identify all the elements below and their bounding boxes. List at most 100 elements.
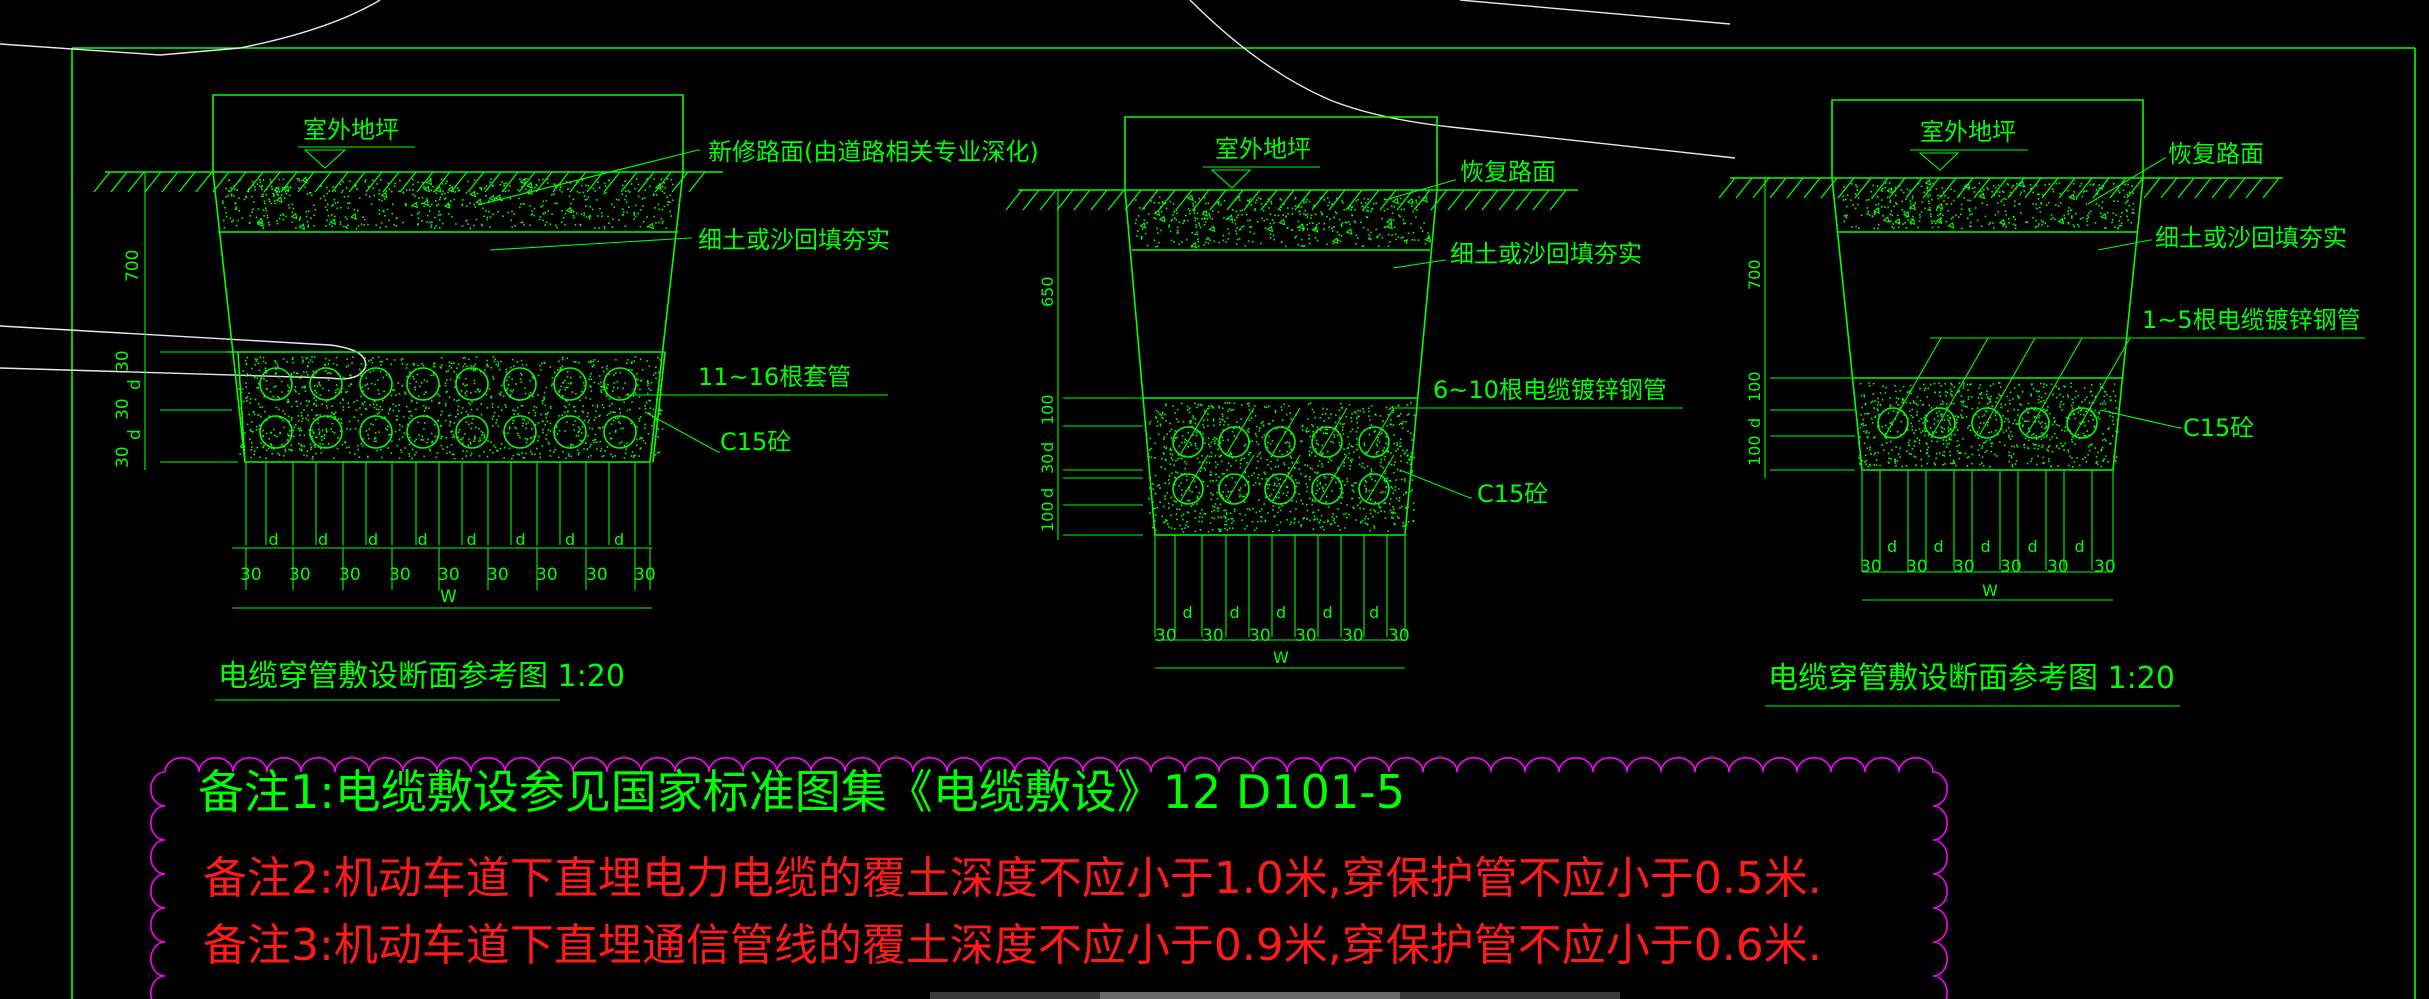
concrete-speckle: [410, 415, 413, 417]
concrete-speckle: [659, 408, 661, 411]
concrete-speckle: [2091, 384, 2093, 386]
pavement-speckle: [1262, 209, 1265, 212]
concrete-speckle: [1301, 429, 1304, 432]
concrete-speckle: [491, 403, 494, 405]
concrete-speckle: [580, 440, 583, 442]
concrete-speckle: [606, 365, 608, 368]
pavement-speckle: [2120, 222, 2123, 224]
concrete-speckle: [2055, 385, 2057, 388]
concrete-speckle: [244, 359, 247, 362]
concrete-speckle: [1192, 415, 1194, 417]
leader-line: [489, 237, 692, 251]
concrete-speckle: [657, 428, 659, 430]
concrete-speckle: [1264, 473, 1266, 475]
concrete-speckle: [504, 446, 506, 449]
pavement-speckle: [305, 215, 308, 218]
concrete-speckle: [268, 438, 270, 440]
pavement-speckle: [2023, 185, 2026, 187]
pavement-speckle: [306, 193, 309, 195]
pavement-speckle: [1192, 209, 1194, 211]
pavement-speckle: [254, 186, 256, 188]
concrete-speckle: [288, 420, 290, 422]
concrete-speckle: [2095, 455, 2098, 458]
concrete-speckle: [1235, 459, 1237, 462]
pavement-speckle: [1196, 212, 1199, 214]
pavement-speckle: [334, 215, 336, 218]
dim-d-text: d: [516, 530, 526, 549]
s1-dim-depth: 700: [123, 250, 143, 282]
pavement-speckle: [1336, 198, 1339, 201]
concrete-speckle: [543, 391, 546, 394]
horizontal-scrollbar[interactable]: [930, 992, 1620, 999]
concrete-speckle: [597, 360, 600, 363]
pavement-speckle: [661, 185, 664, 188]
scrollbar-thumb[interactable]: [1100, 992, 1400, 999]
concrete-speckle: [1315, 439, 1318, 442]
pavement-speckle: [520, 221, 523, 224]
pavement-speckle: [1843, 220, 1846, 223]
concrete-speckle: [467, 444, 470, 447]
pavement-speckle: [1155, 211, 1157, 213]
pavement-speckle: [1943, 191, 1945, 193]
concrete-speckle: [1910, 453, 1912, 456]
concrete-speckle: [558, 360, 560, 363]
pavement-speckle: [2052, 217, 2055, 219]
pavement-speckle: [1273, 238, 1275, 241]
concrete-speckle: [549, 449, 551, 452]
concrete-speckle: [2059, 403, 2062, 406]
concrete-speckle: [1368, 415, 1370, 417]
pavement-speckle: [2020, 191, 2023, 194]
concrete-speckle: [2056, 424, 2058, 426]
pavement-speckle: [2096, 192, 2099, 194]
concrete-speckle: [1313, 515, 1316, 518]
concrete-speckle: [625, 448, 627, 450]
pavement-speckle: [311, 194, 313, 197]
concrete-speckle: [608, 373, 610, 376]
concrete-speckle: [657, 356, 659, 359]
concrete-speckle: [1383, 479, 1385, 482]
concrete-speckle: [2041, 421, 2043, 423]
concrete-speckle: [1908, 410, 1911, 412]
concrete-speckle: [1929, 383, 1932, 386]
concrete-speckle: [647, 392, 649, 395]
s2-dim-100b: 100: [1038, 501, 1057, 532]
pavement-speckle: [424, 186, 426, 189]
concrete-speckle: [258, 403, 260, 405]
pavement-speckle: [1302, 245, 1304, 247]
concrete-speckle: [310, 448, 312, 450]
concrete-speckle: [1401, 478, 1403, 481]
pavement-speckle: [465, 205, 468, 207]
pavement-speckle: [1906, 216, 1908, 218]
concrete-speckle: [430, 374, 433, 377]
concrete-speckle: [591, 366, 594, 368]
pavement-speckle: [2003, 204, 2005, 206]
concrete-speckle: [2077, 411, 2080, 414]
concrete-speckle: [492, 377, 495, 380]
concrete-speckle: [514, 409, 516, 412]
concrete-speckle: [2108, 427, 2110, 429]
pavement-speckle: [1298, 210, 1300, 213]
concrete-speckle: [246, 396, 249, 398]
pavement-speckle: [524, 178, 526, 180]
concrete-speckle: [423, 422, 426, 424]
pavement-speckle: [1161, 201, 1164, 203]
concrete-speckle: [1161, 417, 1164, 419]
concrete-speckle: [589, 385, 591, 387]
concrete-speckle: [2030, 394, 2032, 397]
pavement-speckle: [1850, 199, 1852, 201]
pavement-pebble: [1873, 207, 1880, 214]
concrete-speckle: [500, 360, 502, 363]
concrete-speckle: [1981, 456, 1984, 458]
concrete-speckle: [1376, 445, 1379, 447]
concrete-speckle: [1345, 512, 1347, 515]
concrete-speckle: [293, 376, 296, 378]
concrete-speckle: [404, 447, 406, 449]
pavement-speckle: [2004, 210, 2007, 212]
concrete-speckle: [1920, 450, 1922, 452]
concrete-speckle: [320, 435, 322, 438]
concrete-speckle: [599, 440, 601, 443]
concrete-speckle: [2037, 401, 2040, 404]
concrete-speckle: [2057, 465, 2059, 467]
pavement-speckle: [1160, 206, 1162, 208]
